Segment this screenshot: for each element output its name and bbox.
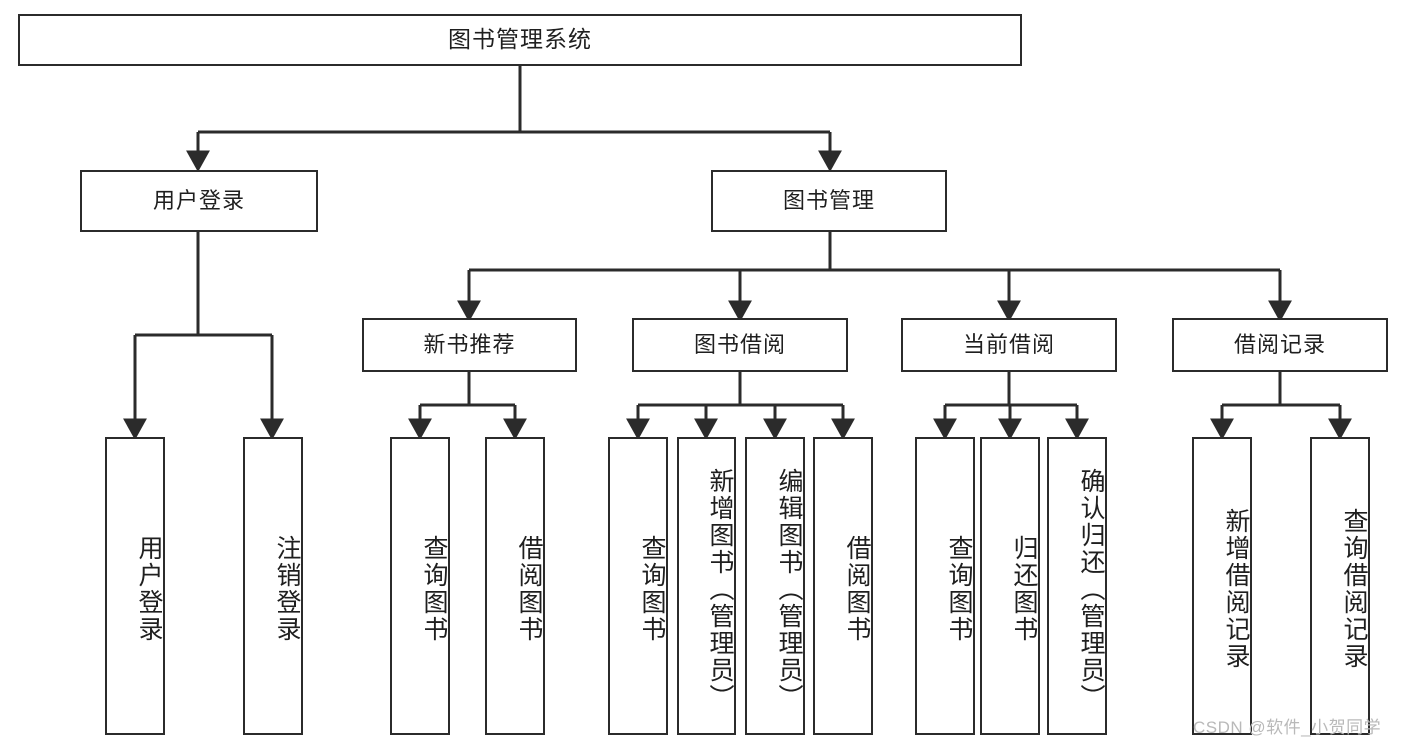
leaf-logout[interactable]: 注销登录 bbox=[243, 437, 303, 735]
leaf-edit-book-admin[interactable]: 编辑图书（管理员） bbox=[745, 437, 805, 735]
node-root-system[interactable]: 图书管理系统 bbox=[18, 14, 1022, 66]
node-book-management[interactable]: 图书管理 bbox=[711, 170, 947, 232]
node-label: 图书管理 bbox=[782, 187, 875, 213]
node-label: 编辑图书（管理员） bbox=[775, 467, 803, 711]
node-label: 归还图书 bbox=[1010, 535, 1038, 643]
node-label: 当前借阅 bbox=[962, 331, 1055, 357]
node-label: 查询借阅记录 bbox=[1340, 508, 1368, 670]
node-label: 查询图书 bbox=[945, 535, 973, 643]
node-label: 确认归还（管理员） bbox=[1077, 467, 1105, 711]
leaf-borrow-book[interactable]: 借阅图书 bbox=[813, 437, 873, 735]
node-label: 查询图书 bbox=[420, 535, 448, 643]
node-user-login[interactable]: 用户登录 bbox=[80, 170, 318, 232]
node-label: 图书管理系统 bbox=[448, 26, 592, 53]
node-label: 注销登录 bbox=[273, 535, 301, 643]
node-borrow-record[interactable]: 借阅记录 bbox=[1172, 318, 1388, 372]
leaf-return-book[interactable]: 归还图书 bbox=[980, 437, 1040, 735]
leaf-recommend-borrow-book[interactable]: 借阅图书 bbox=[485, 437, 545, 735]
node-label: 图书借阅 bbox=[693, 331, 786, 357]
node-label: 借阅记录 bbox=[1233, 331, 1326, 357]
leaf-query-borrow-record[interactable]: 查询借阅记录 bbox=[1310, 437, 1370, 735]
csdn-watermark: CSDN @软件_小贺同学 bbox=[1193, 718, 1382, 737]
leaf-add-book-admin[interactable]: 新增图书（管理员） bbox=[677, 437, 736, 735]
node-book-borrow[interactable]: 图书借阅 bbox=[632, 318, 848, 372]
node-label: 查询图书 bbox=[638, 535, 666, 643]
leaf-add-borrow-record[interactable]: 新增借阅记录 bbox=[1192, 437, 1252, 735]
leaf-user-login[interactable]: 用户登录 bbox=[105, 437, 165, 735]
node-label: 借阅图书 bbox=[843, 535, 871, 643]
node-new-book-recommend[interactable]: 新书推荐 bbox=[362, 318, 577, 372]
node-label: 用户登录 bbox=[135, 535, 163, 643]
node-label: 新增图书（管理员） bbox=[706, 467, 734, 711]
leaf-borrow-query-book[interactable]: 查询图书 bbox=[608, 437, 668, 735]
node-label: 新书推荐 bbox=[423, 331, 516, 357]
leaf-confirm-return-admin[interactable]: 确认归还（管理员） bbox=[1047, 437, 1107, 735]
node-label: 新增借阅记录 bbox=[1222, 508, 1250, 670]
leaf-current-query-book[interactable]: 查询图书 bbox=[915, 437, 975, 735]
node-label: 用户登录 bbox=[152, 187, 245, 213]
node-current-borrow[interactable]: 当前借阅 bbox=[901, 318, 1117, 372]
node-label: 借阅图书 bbox=[515, 535, 543, 643]
leaf-recommend-query-book[interactable]: 查询图书 bbox=[390, 437, 450, 735]
